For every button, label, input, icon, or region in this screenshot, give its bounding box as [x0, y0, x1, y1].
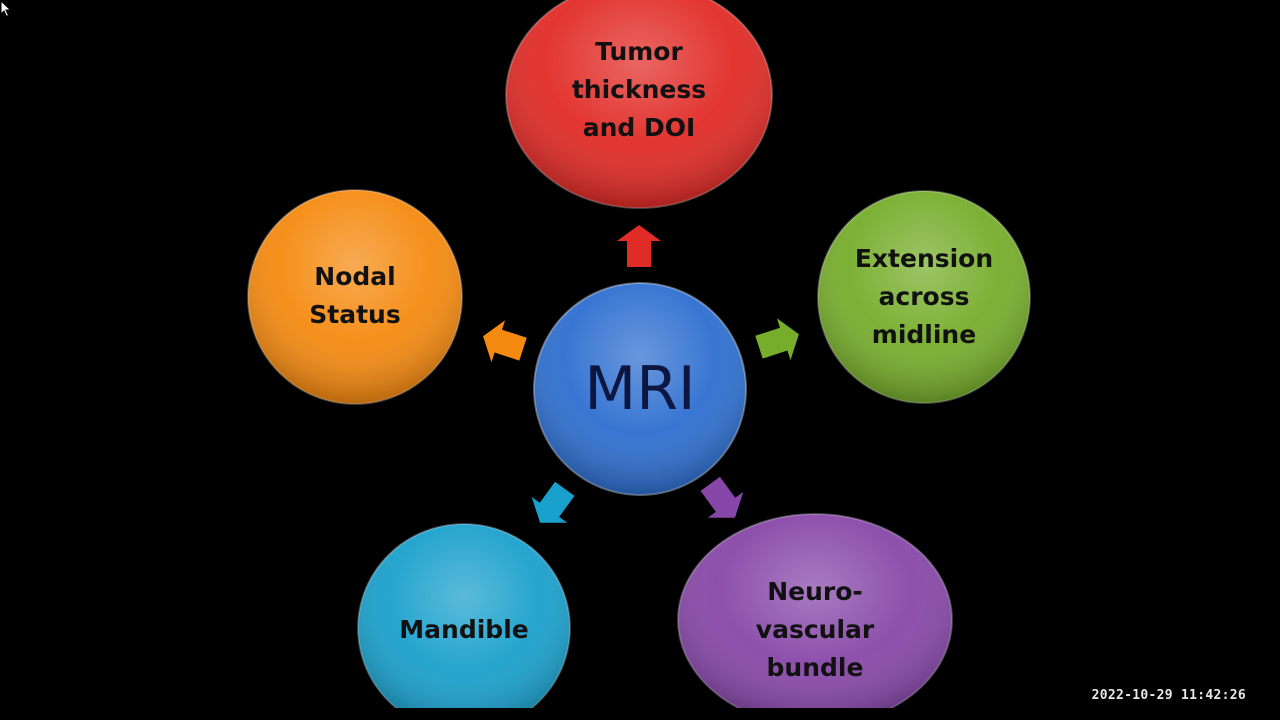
node-mandible — [357, 523, 571, 720]
node-tumor-thickness — [505, 0, 773, 209]
video-timestamp: 2022-10-29 11:42:26 — [1091, 688, 1246, 703]
arrow-up-icon — [617, 225, 661, 267]
node-extension-across-midline — [817, 190, 1031, 404]
arrow-down-right-icon — [700, 476, 744, 518]
node-neurovascular-bundle — [677, 513, 953, 720]
mouse-cursor-icon — [0, 0, 12, 18]
node-mri-center — [533, 282, 747, 496]
arrow-left-icon — [483, 320, 527, 363]
node-nodal-status — [247, 189, 463, 405]
arrow-right-icon — [755, 318, 799, 361]
arrow-down-left-icon — [531, 481, 575, 523]
